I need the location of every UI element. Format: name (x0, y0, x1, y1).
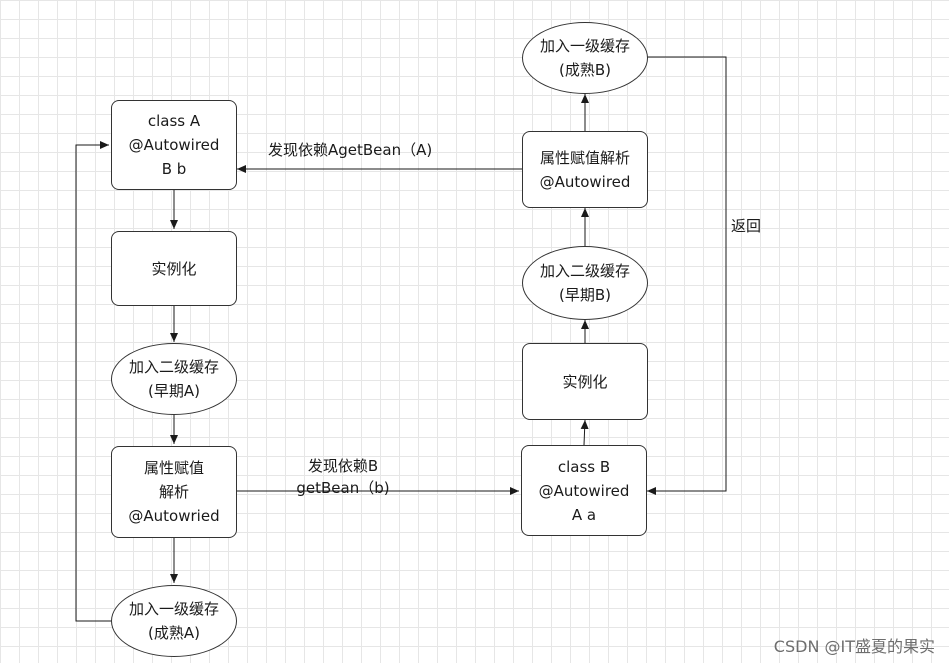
add-l1-cache-a-node[interactable]: 加入一级缓存 (成熟A) (111, 585, 237, 657)
edge-l1b-return-to-classb (647, 56, 727, 495)
watermark: CSDN @IT盛夏的果实 (773, 637, 935, 656)
attr-resolve-b-node[interactable]: 属性赋值解析 @Autowired (522, 131, 648, 208)
attr-resolve-a-node[interactable]: 属性赋值 解析 @Autowried (111, 446, 237, 538)
class-a-node[interactable]: class A @Autowired B b (111, 100, 237, 190)
edge-label-found-dep-b: 发现依赖B getBean（b) (296, 457, 390, 497)
add-l2-cache-a-node[interactable]: 加入二级缓存 (早期A) (111, 343, 237, 415)
class-b-node[interactable]: class B @Autowired A a (521, 445, 647, 536)
edge-label-return: 返回 (731, 217, 762, 235)
instantiate-a-node[interactable]: 实例化 (111, 231, 237, 306)
instantiate-b-node[interactable]: 实例化 (522, 343, 648, 420)
add-l2-cache-b-node[interactable]: 加入二级缓存 (早期B) (522, 246, 648, 320)
edge-label-found-dep-a: 发现依赖AgetBean（A) (268, 141, 433, 159)
add-l1-cache-b-node[interactable]: 加入一级缓存 (成熟B) (522, 22, 648, 94)
edge-classb-to-instantiate (580, 419, 589, 446)
edge-l1a-back-to-classa (75, 141, 111, 622)
